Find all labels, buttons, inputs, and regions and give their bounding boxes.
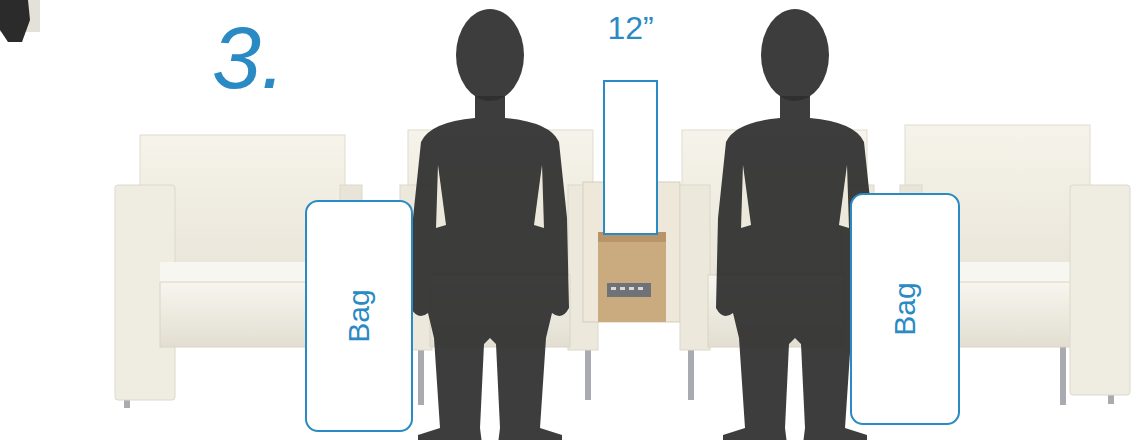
spacing-box: 12” bbox=[603, 80, 658, 235]
step-number: 3. bbox=[212, 14, 285, 102]
bag-box: Bag bbox=[305, 200, 413, 432]
bag-box: Bag bbox=[850, 193, 960, 425]
bag-label: Bag bbox=[342, 289, 376, 342]
dimension-label: 12” bbox=[607, 10, 653, 47]
person-silhouette bbox=[411, 9, 569, 440]
previous-panel-fragment bbox=[0, 0, 40, 42]
bag-label: Bag bbox=[888, 282, 922, 335]
